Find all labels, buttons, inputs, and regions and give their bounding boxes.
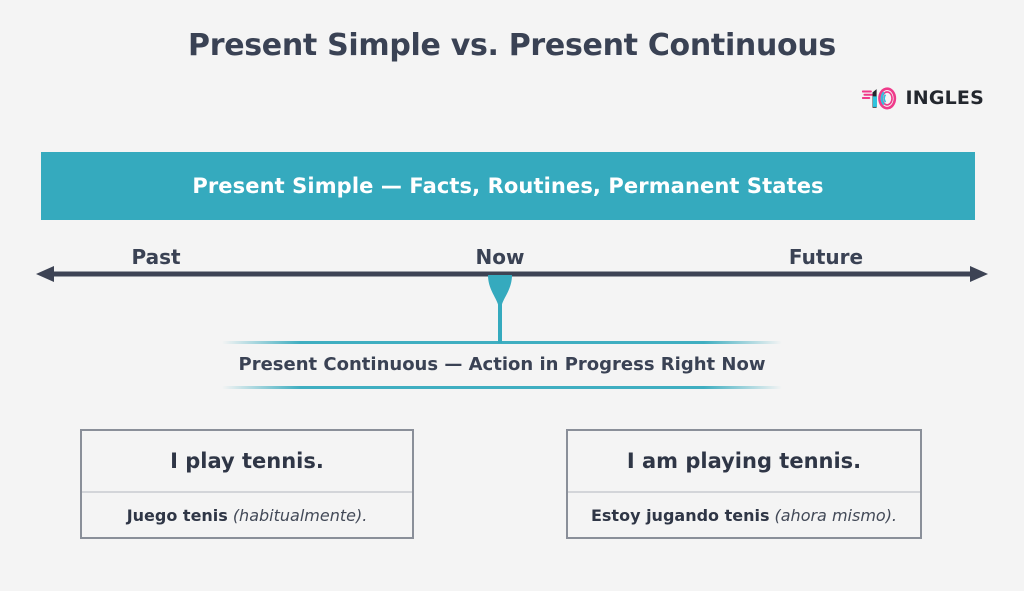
- example-spanish-sentence: Juego tenis (habitualmente).: [82, 493, 412, 537]
- now-marker: [474, 275, 526, 390]
- example-spanish-sentence: Estoy jugando tenis (ahora mismo).: [568, 493, 920, 537]
- present-simple-banner-label: Present Simple — Facts, Routines, Perman…: [192, 174, 824, 198]
- timeline-label-past: Past: [131, 245, 181, 269]
- example-spanish-note: (ahora mismo).: [774, 505, 898, 525]
- present-continuous-label: Present Continuous — Action in Progress …: [238, 353, 766, 375]
- present-continuous-rule-top: [222, 341, 782, 344]
- timeline-arrow-icon: [36, 266, 988, 282]
- timeline-label-future: Future: [788, 245, 864, 269]
- example-spanish-main: Estoy jugando tenis: [590, 505, 770, 525]
- example-spanish-main: Juego tenis: [126, 505, 228, 525]
- logo-wordmark: INGLES: [905, 87, 984, 109]
- timeline-axis: [36, 264, 988, 284]
- present-continuous-rule-bottom: [222, 386, 782, 389]
- 10-ingles-logo-mark-icon: [862, 87, 897, 110]
- present-continuous-band: Present Continuous — Action in Progress …: [222, 340, 782, 388]
- timeline-labels: Past Now Future: [0, 245, 1024, 273]
- page-title: Present Simple vs. Present Continuous: [188, 28, 836, 63]
- present-simple-banner: Present Simple — Facts, Routines, Perman…: [41, 152, 975, 220]
- example-card-present-simple: I play tennis. Juego tenis (habitualment…: [80, 429, 414, 539]
- example-card-present-continuous: I am playing tennis. Estoy jugando tenis…: [566, 429, 922, 539]
- example-english-sentence: I play tennis.: [82, 431, 412, 493]
- now-marker-pin-icon: [488, 275, 512, 343]
- example-spanish-note: (habitualmente).: [232, 505, 368, 525]
- brand-logo: INGLES: [862, 82, 984, 114]
- example-english-sentence: I am playing tennis.: [568, 431, 920, 493]
- timeline-label-now: Now: [475, 245, 525, 269]
